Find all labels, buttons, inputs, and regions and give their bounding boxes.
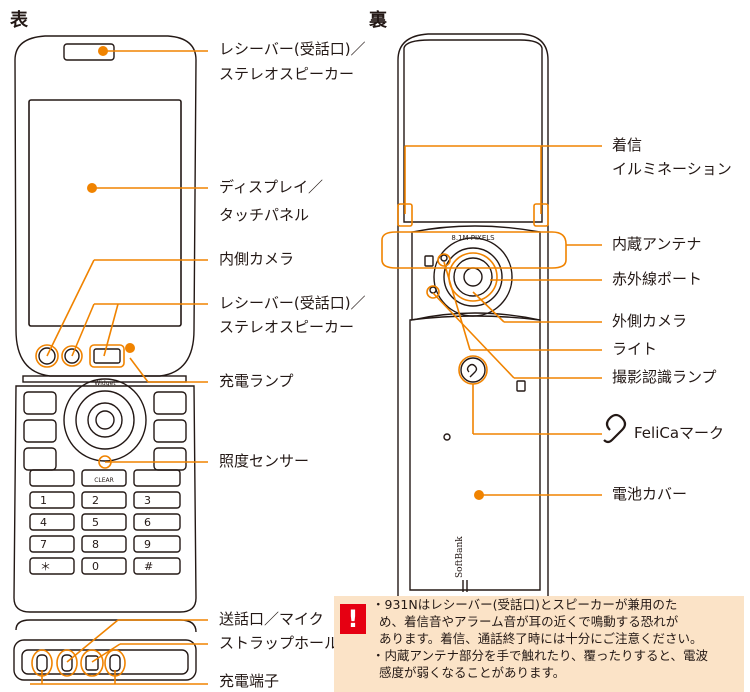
label-display-1: ディスプレイ／ — [219, 178, 323, 196]
label-outer-camera: 外側カメラ — [612, 312, 688, 330]
key-0[interactable]: 0 — [92, 560, 99, 573]
label-illumination-2: イルミネーション — [612, 160, 732, 178]
label-shoot-lamp: 撮影認識ランプ — [612, 368, 717, 386]
front-phone — [13, 35, 197, 613]
label-ir-port: 赤外線ポート — [612, 270, 703, 288]
label-charge-terminal: 充電端子 — [219, 672, 280, 690]
clear-text: CLEAR — [94, 477, 114, 484]
brand-text: SoftBank — [455, 536, 465, 578]
note-line-3: あります。着信、通話終了時には十分にご注意ください。 — [379, 631, 703, 646]
key-6[interactable]: 6 — [144, 516, 151, 529]
label-light-sensor: 照度センサー — [219, 452, 310, 470]
note-line-1: ・931Nはレシーバー(受話口)とスピーカーが兼用のた — [372, 597, 678, 612]
warning-icon: ! — [340, 604, 366, 634]
leader-lines — [30, 50, 602, 685]
label-strap-hole: ストラップホール — [219, 634, 340, 652]
note-line-2: め、着信音やアラーム音が耳の近くで鳴動する恐れが — [379, 614, 679, 629]
front-heading: 表 — [10, 10, 28, 31]
key-4[interactable]: 4 — [40, 516, 47, 529]
key-7[interactable]: 7 — [40, 538, 47, 551]
label-felica: FeliCaマーク — [634, 424, 725, 442]
felica-icon — [603, 413, 627, 444]
pixels-text: 8.1M PIXELS — [451, 234, 495, 242]
label-battery-cover: 電池カバー — [612, 485, 688, 503]
label-charge-lamp: 充電ランプ — [219, 372, 294, 390]
key-1[interactable]: 1 — [40, 494, 47, 507]
key-5[interactable]: 5 — [92, 516, 99, 529]
key-hash[interactable]: # — [144, 560, 153, 573]
label-display-2: タッチパネル — [219, 206, 310, 224]
callout-dots — [87, 46, 484, 500]
key-3[interactable]: 3 — [144, 494, 151, 507]
label-light: ライト — [612, 340, 658, 358]
label-mic: 送話口／マイク — [219, 610, 324, 628]
label-receiver-mid-1: レシーバー(受話口)／ — [219, 294, 366, 312]
keypad-digits: 1 2 3 4 5 6 7 8 9 ＊ 0 # — [40, 494, 153, 573]
key-8[interactable]: 8 — [92, 538, 99, 551]
felica-icon-small — [466, 363, 478, 378]
label-antenna: 内蔵アンテナ — [612, 235, 702, 253]
label-receiver-mid-2: ステレオスピーカー — [219, 318, 355, 336]
key-9[interactable]: 9 — [144, 538, 151, 551]
label-receiver-top-2: ステレオスピーカー — [219, 65, 355, 83]
label-receiver-top-1: レシーバー(受話口)／ — [219, 40, 366, 58]
label-inner-camera: 内側カメラ — [219, 250, 295, 268]
key-star[interactable]: ＊ — [40, 560, 51, 573]
widget-text: Widget — [94, 380, 116, 387]
back-phone — [397, 33, 549, 613]
caution-note: ! ・931Nはレシーバー(受話口)とスピーカーが兼用のた め、着信音やアラーム… — [334, 596, 744, 692]
note-line-4: ・内蔵アンテナ部分を手で触れたり、覆ったりすると、電波 — [372, 648, 709, 663]
key-2[interactable]: 2 — [92, 494, 99, 507]
back-heading: 裏 — [369, 10, 387, 31]
note-line-5: 感度が弱くなることがあります。 — [379, 665, 566, 680]
label-illumination-1: 着信 — [612, 136, 643, 154]
